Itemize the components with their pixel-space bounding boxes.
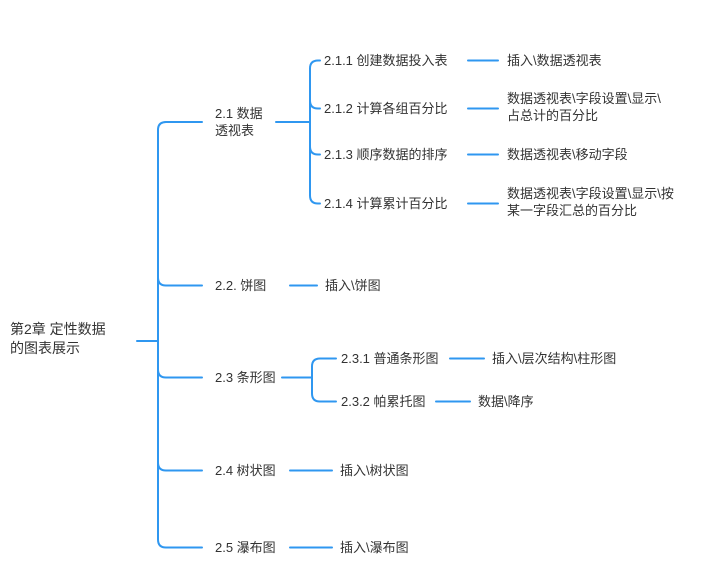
topic-2-3-1-normal-bar[interactable]: 2.3.1 普通条形图 [341,351,439,366]
connector-branch-tree [157,461,203,472]
leaf-insert-treemap[interactable]: 插入\树状图 [340,463,409,478]
topic-2-1-1-create-pivot[interactable]: 2.1.1 创建数据投入表 [324,53,448,68]
leaf-field-settings-total-percentage[interactable]: 数据透视表\字段设置\显示\ 占总计的百分比 [507,91,661,123]
leaf-insert-pie[interactable]: 插入\饼图 [325,278,381,293]
topic-root-chapter2[interactable]: 第2章 定性数据 的图表展示 [10,321,106,356]
leaf-insert-pivot-table[interactable]: 插入\数据透视表 [507,53,602,68]
leaf-move-field[interactable]: 数据透视表\移动字段 [507,147,628,162]
topic-2-3-bar-chart[interactable]: 2.3 条形图 [215,370,276,385]
topic-2-1-2-group-percentage[interactable]: 2.1.2 计算各组百分比 [324,101,448,116]
connector-pivot-mid-2 [309,145,321,156]
connector-main-trunk [157,121,203,549]
connector-pivot-mid-1 [309,99,321,110]
connector-bar-bracket [311,357,337,403]
topic-2-1-pivot-table[interactable]: 2.1 数据 透视表 [215,106,263,138]
leaf-insert-waterfall[interactable]: 插入\瀑布图 [340,540,409,555]
topic-2-2-pie-chart[interactable]: 2.2. 饼图 [215,278,267,293]
leaf-insert-hierarchy-column[interactable]: 插入\层次结构\柱形图 [492,351,617,366]
topic-2-3-2-pareto[interactable]: 2.3.2 帕累托图 [341,394,426,409]
connector-branch-pie [157,276,203,287]
topic-2-1-4-cumulative-percentage[interactable]: 2.1.4 计算累计百分比 [324,196,448,211]
connector-group [136,59,499,549]
topic-2-4-treemap[interactable]: 2.4 树状图 [215,463,276,478]
connector-branch-bar [157,368,203,379]
connector-pivot-bracket [309,59,321,205]
topic-2-1-3-ordinal-sort[interactable]: 2.1.3 顺序数据的排序 [324,147,448,162]
leaf-field-settings-running-percentage[interactable]: 数据透视表\字段设置\显示\按 某一字段汇总的百分比 [507,186,674,218]
leaf-data-descending-sort[interactable]: 数据\降序 [478,394,534,409]
topic-2-5-waterfall[interactable]: 2.5 瀑布图 [215,540,276,555]
